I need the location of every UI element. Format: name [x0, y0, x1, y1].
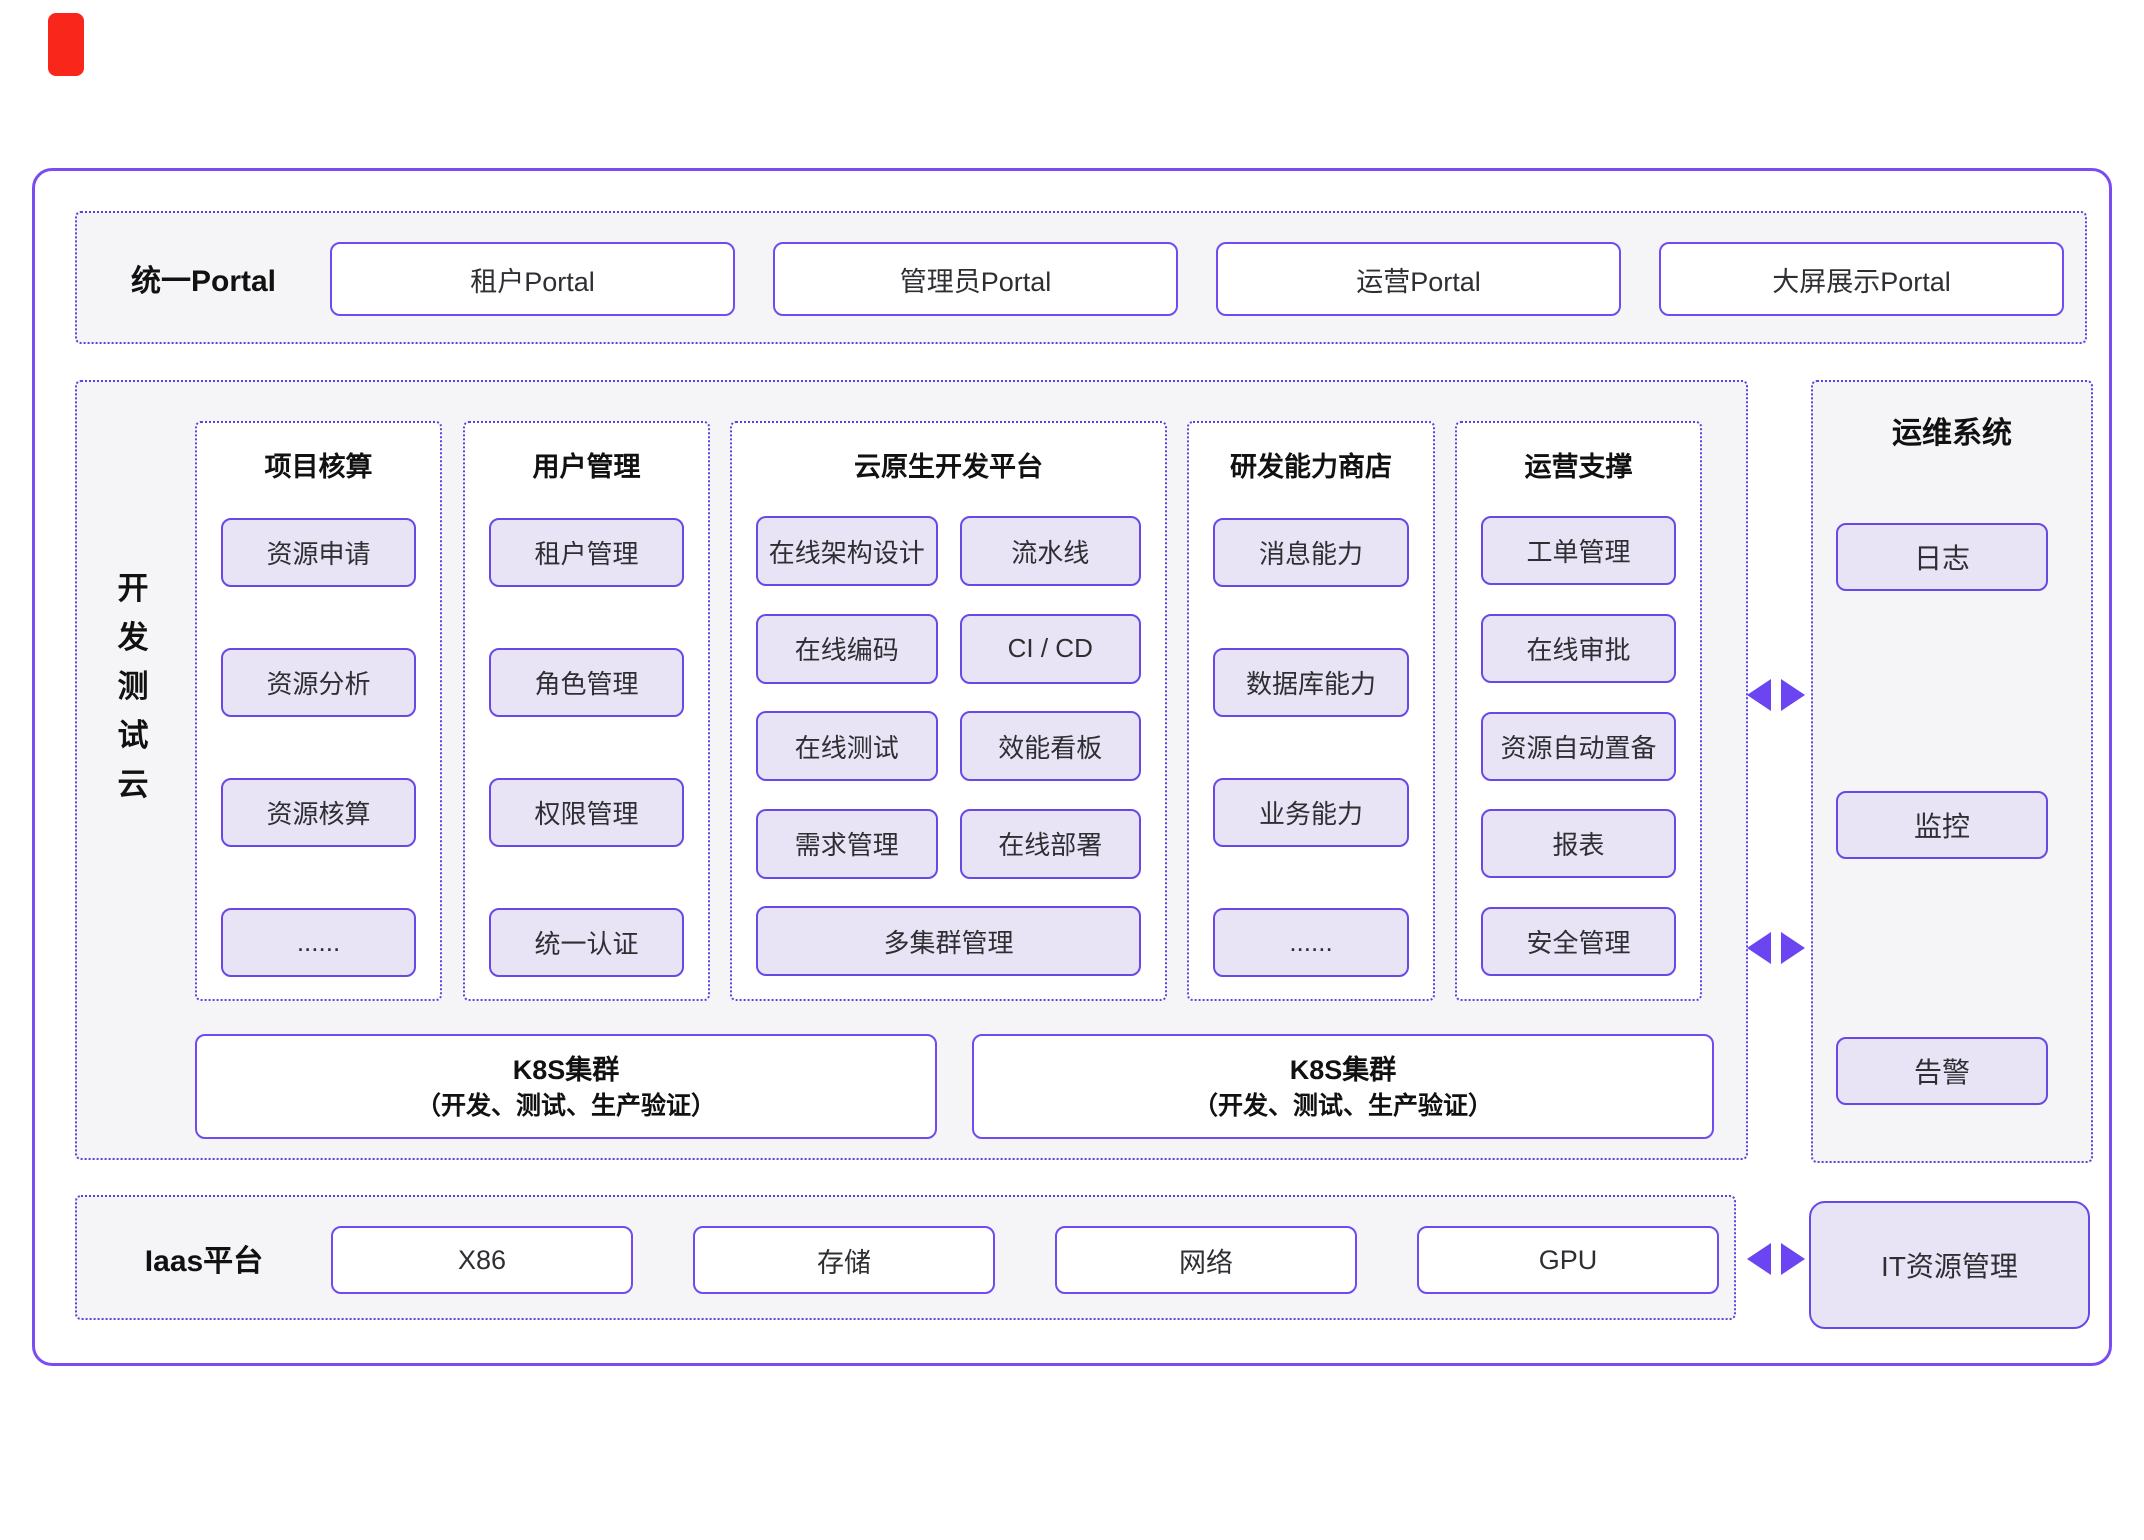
column-items: 工单管理 在线审批 资源自动置备 报表 安全管理: [1481, 516, 1676, 976]
column-title: 项目核算: [264, 452, 373, 482]
chip-row: 在线架构设计 流水线: [756, 516, 1141, 586]
iaas-section: Iaas平台 X86 存储 网络 GPU: [75, 1195, 1736, 1320]
k8s-cluster-envs: （开发、测试、生产验证）: [1192, 1091, 1493, 1120]
feature-chip: 需求管理: [756, 808, 938, 879]
feature-chip: 数据库能力: [1213, 648, 1409, 717]
dev-cloud-section: 开 发 测 试 云 项目核算 资源申请 资源分析 资源核算 ...... 用户管…: [75, 380, 1748, 1160]
feature-chip: 报表: [1481, 809, 1676, 879]
arrow-right-icon: [1781, 1243, 1805, 1275]
feature-chip: 资源分析: [221, 648, 416, 717]
feature-chip: ......: [221, 908, 416, 977]
arrow-left-icon: [1747, 1243, 1771, 1275]
feature-chip: 租户管理: [489, 518, 684, 587]
column-items: 消息能力 数据库能力 业务能力 ......: [1213, 518, 1409, 977]
chip-row: 需求管理 在线部署: [756, 808, 1141, 879]
link-arrows: [1747, 679, 1805, 711]
arrow-left-icon: [1747, 932, 1771, 964]
iaas-box-gpu: GPU: [1417, 1226, 1719, 1294]
arrow-right-icon: [1781, 679, 1805, 711]
iaas-box-x86: X86: [331, 1226, 633, 1294]
feature-chip: 业务能力: [1213, 778, 1409, 847]
feature-chip: 安全管理: [1481, 907, 1676, 976]
column-title: 运营支撑: [1524, 452, 1633, 482]
feature-chip: 多集群管理: [756, 906, 1141, 976]
column-items: 在线架构设计 流水线 在线编码 CI / CD 在线测试 效能看板 需求管理 在…: [756, 516, 1141, 976]
portal-section: 统一Portal 租户Portal 管理员Portal 运营Portal 大屏展…: [75, 211, 2087, 344]
feature-chip: 在线编码: [756, 613, 938, 684]
feature-chip: 在线架构设计: [756, 516, 938, 586]
column-title: 用户管理: [532, 452, 641, 482]
link-arrows: [1747, 1243, 1805, 1275]
feature-chip: 资源自动置备: [1481, 711, 1676, 781]
feature-chip: 统一认证: [489, 908, 684, 977]
iaas-box-storage: 存储: [693, 1226, 995, 1294]
column-title: 研发能力商店: [1230, 452, 1392, 482]
column-project-accounting: 项目核算 资源申请 资源分析 资源核算 ......: [195, 421, 442, 1001]
feature-chip: 权限管理: [489, 778, 684, 847]
k8s-cluster-box: K8S集群 （开发、测试、生产验证）: [972, 1034, 1714, 1139]
portal-box-operation: 运营Portal: [1216, 242, 1621, 316]
feature-chip: ......: [1213, 908, 1409, 977]
it-resource-box: IT资源管理: [1809, 1201, 2090, 1329]
feature-chip: 资源核算: [221, 778, 416, 847]
column-title: 云原生开发平台: [854, 452, 1043, 482]
arrow-left-icon: [1747, 679, 1771, 711]
red-marker: [48, 13, 84, 76]
dev-cloud-vertical-label: 开 发 测 试 云: [117, 571, 149, 802]
feature-chip: 在线审批: [1481, 613, 1676, 683]
feature-chip: 工单管理: [1481, 516, 1676, 585]
column-items: 资源申请 资源分析 资源核算 ......: [221, 518, 416, 977]
ops-box-monitor: 监控: [1836, 791, 2048, 859]
feature-chip: 资源申请: [221, 518, 416, 587]
platform-container: 统一Portal 租户Portal 管理员Portal 运营Portal 大屏展…: [32, 168, 2112, 1366]
iaas-section-title: Iaas平台: [144, 1244, 264, 1278]
column-user-management: 用户管理 租户管理 角色管理 权限管理 统一认证: [463, 421, 710, 1001]
feature-chip: CI / CD: [959, 613, 1141, 684]
chip-row: 多集群管理: [756, 906, 1141, 976]
k8s-cluster-name: K8S集群: [512, 1054, 620, 1085]
portal-section-title: 统一Portal: [130, 264, 277, 298]
portal-box-bigscreen: 大屏展示Portal: [1659, 242, 2064, 316]
chip-row: 在线测试 效能看板: [756, 711, 1141, 781]
link-arrows: [1747, 932, 1805, 964]
feature-chip: 在线测试: [756, 711, 938, 781]
feature-chip: 消息能力: [1213, 518, 1409, 587]
chip-row: 在线编码 CI / CD: [756, 613, 1141, 684]
portal-box-admin: 管理员Portal: [773, 242, 1178, 316]
k8s-cluster-name: K8S集群: [1289, 1054, 1397, 1085]
ops-system-section: 运维系统 日志 监控 告警: [1811, 380, 2093, 1163]
column-cloud-native-platform: 云原生开发平台 在线架构设计 流水线 在线编码 CI / CD 在线测试 效能看…: [730, 421, 1167, 1001]
iaas-box-network: 网络: [1055, 1226, 1357, 1294]
arrow-right-icon: [1781, 932, 1805, 964]
column-capability-store: 研发能力商店 消息能力 数据库能力 业务能力 ......: [1187, 421, 1435, 1001]
feature-chip: 效能看板: [959, 711, 1141, 781]
feature-chip: 在线部署: [959, 808, 1141, 879]
ops-box-log: 日志: [1836, 523, 2048, 591]
feature-chip: 流水线: [959, 516, 1141, 586]
k8s-cluster-envs: （开发、测试、生产验证）: [415, 1091, 716, 1120]
column-items: 租户管理 角色管理 权限管理 统一认证: [489, 518, 684, 977]
ops-box-alert: 告警: [1836, 1037, 2048, 1105]
portal-box-tenant: 租户Portal: [330, 242, 735, 316]
column-operation-support: 运营支撑 工单管理 在线审批 资源自动置备 报表 安全管理: [1455, 421, 1702, 1001]
ops-system-title: 运维系统: [1892, 417, 2012, 450]
k8s-cluster-box: K8S集群 （开发、测试、生产验证）: [195, 1034, 937, 1139]
feature-chip: 角色管理: [489, 648, 684, 717]
